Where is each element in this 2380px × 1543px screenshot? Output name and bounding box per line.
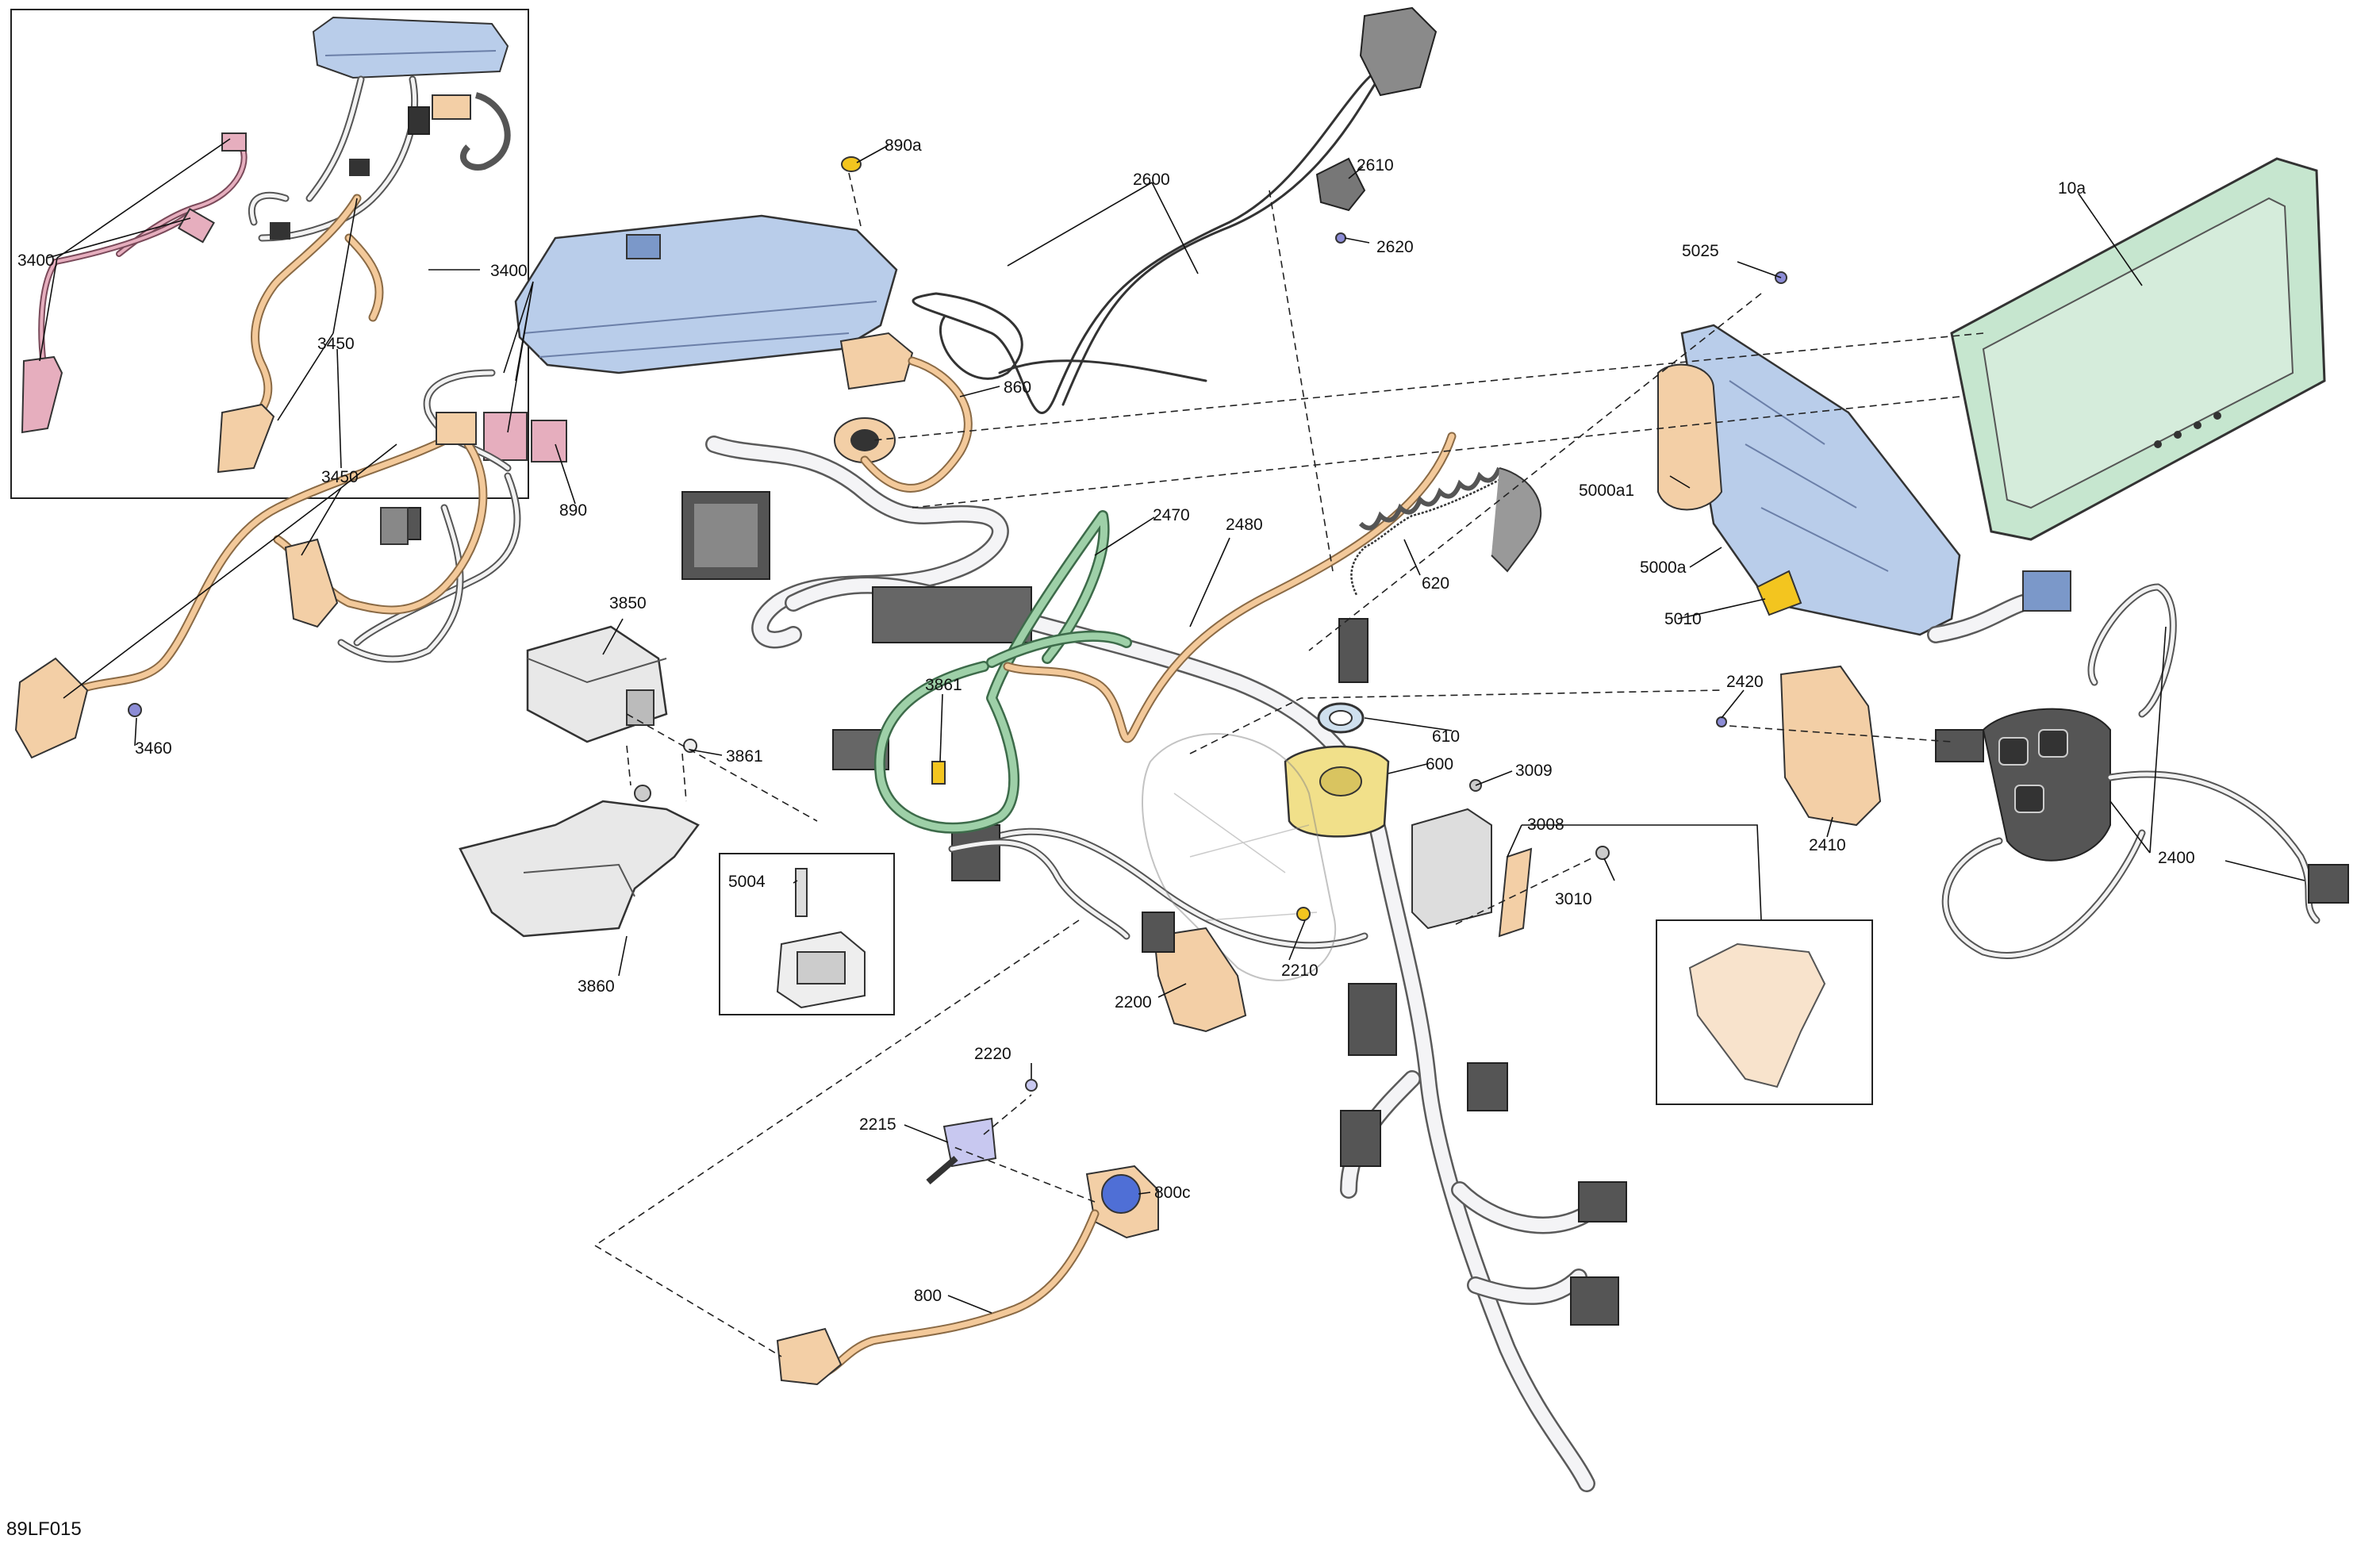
module-3850 [526, 625, 697, 753]
label-3460: 3460 [135, 739, 172, 758]
pink-sensor [21, 355, 63, 434]
screw-3460 [128, 703, 142, 717]
green-harness-2470 [873, 510, 1132, 834]
label-3008: 3008 [1527, 816, 1564, 834]
handlebar-switch [1716, 583, 2349, 959]
label-800c: 800c [1154, 1184, 1191, 1202]
part-labels: 3400 3450 3400 3450 3460 890a 890 860 26… [17, 136, 2195, 1305]
label-2600: 2600 [1133, 171, 1170, 189]
connector-2600 [1359, 6, 1438, 97]
electronic-module [483, 214, 973, 493]
label-2210: 2210 [1281, 961, 1319, 980]
control-module-5000a [1657, 271, 2071, 643]
assembly-dashed-lines [593, 172, 1984, 1357]
label-5010: 5010 [1664, 610, 1702, 628]
label-3450-main: 3450 [321, 468, 359, 486]
label-2215: 2215 [859, 1115, 896, 1134]
main-harness [337, 369, 1627, 1492]
tan-sensor [217, 403, 275, 474]
clip-5010 [1756, 570, 1802, 616]
label-3861-green: 3861 [925, 676, 962, 694]
bolt-2210 [1296, 907, 1311, 921]
label-3400-main: 3400 [490, 262, 528, 280]
inset-5004 [719, 853, 895, 1015]
cable-2600 [912, 6, 1438, 414]
label-2220: 2220 [974, 1045, 1012, 1063]
label-2610: 2610 [1357, 156, 1394, 175]
tan-harness-2480 [1003, 432, 1457, 743]
label-3400-inset: 3400 [17, 251, 55, 270]
label-860: 860 [1004, 378, 1031, 397]
label-3009: 3009 [1515, 762, 1553, 780]
bracket-2610 [1315, 157, 1366, 212]
display-10a [1950, 157, 2326, 541]
label-3010: 3010 [1555, 890, 1592, 908]
label-10a: 10a [2058, 179, 2086, 198]
relay-3008 [1411, 779, 1610, 938]
label-5004: 5004 [728, 873, 766, 891]
pin-5004 [795, 868, 808, 917]
label-2480: 2480 [1226, 516, 1263, 534]
harness-connector-block [872, 586, 1032, 643]
sensor-3460-body [14, 657, 89, 759]
label-2470: 2470 [1153, 506, 1190, 524]
leader-lines [39, 138, 2305, 1314]
fastener-890a [841, 156, 862, 172]
module-connector [626, 234, 661, 259]
tan-harness-left [14, 412, 488, 759]
label-3860: 3860 [578, 977, 615, 996]
plate-2215 [942, 1117, 997, 1168]
housing-2410 [1779, 665, 1882, 827]
screw-2220 [1025, 1079, 1038, 1092]
inset-bracket [1656, 919, 1873, 1105]
label-5025: 5025 [1682, 242, 1719, 260]
inset-detail-box [10, 9, 529, 499]
label-3861-left: 3861 [726, 747, 763, 766]
label-3450-inset: 3450 [317, 335, 355, 353]
label-890a: 890a [885, 136, 922, 155]
label-2620: 2620 [1376, 238, 1414, 256]
bracket-3860 [459, 785, 700, 938]
label-610: 610 [1432, 727, 1460, 746]
label-600: 600 [1426, 755, 1453, 773]
pink-connector [221, 132, 247, 152]
label-2200: 2200 [1115, 993, 1152, 1011]
label-5000a: 5000a [1640, 558, 1687, 577]
label-5000a1: 5000a1 [1579, 482, 1634, 500]
motor-5000a1 [1657, 363, 1723, 511]
sensor-2200 [948, 839, 1311, 1033]
label-620: 620 [1422, 574, 1449, 593]
bolt-3010 [1595, 846, 1610, 860]
label-800: 800 [914, 1287, 942, 1305]
diagram-code: 89LF015 [6, 1518, 82, 1540]
sensor-800c [1101, 1174, 1141, 1214]
sensor-800-assembly [776, 1079, 1159, 1386]
bolt-3861 [931, 761, 946, 785]
label-2420: 2420 [1726, 673, 1764, 691]
ignition-switch [1284, 702, 1390, 838]
coiled-cable-620 [1338, 466, 1542, 683]
screw-2420 [1716, 716, 1727, 727]
screw-2620 [1335, 232, 1346, 244]
label-890: 890 [559, 501, 587, 520]
label-3850: 3850 [609, 594, 647, 612]
label-2410: 2410 [1809, 836, 1846, 854]
connector-800 [776, 1327, 843, 1386]
label-2400: 2400 [2158, 849, 2195, 867]
